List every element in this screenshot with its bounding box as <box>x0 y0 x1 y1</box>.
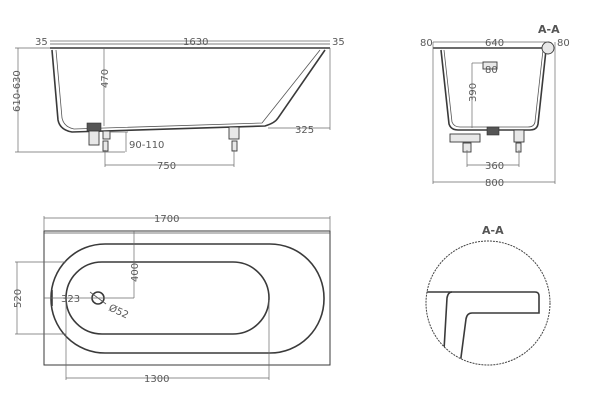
overflow-icon <box>482 61 498 70</box>
dim-520: 520 <box>13 289 24 308</box>
dim-80-right: 80 <box>557 38 570 49</box>
section-marker-icon <box>541 41 555 55</box>
section-label: A-A <box>538 23 560 36</box>
dim-470: 470 <box>100 69 111 88</box>
dim-diameter-52: Ø52 <box>107 302 131 322</box>
drain-icon <box>486 126 500 136</box>
foot-icon <box>228 126 240 140</box>
dim-1300: 1300 <box>144 374 169 385</box>
dim-390: 390 <box>468 83 479 102</box>
dim-1700: 1700 <box>154 214 179 225</box>
detail-view: A-A <box>425 224 551 366</box>
dim-35-right: 35 <box>332 37 345 48</box>
dim-1630: 1630 <box>183 37 208 48</box>
dim-800: 800 <box>485 178 504 189</box>
side-view: 1630 35 35 610-630 470 90-110 750 325 <box>12 37 345 172</box>
foot-icon <box>513 129 525 143</box>
drain-icon <box>86 122 102 132</box>
dim-323: 323 <box>61 294 80 305</box>
dim-360: 360 <box>485 161 504 172</box>
dim-80-overflow: 80 <box>485 65 498 76</box>
dim-610-630: 610-630 <box>12 70 23 112</box>
detail-label: A-A <box>482 224 504 237</box>
dim-750: 750 <box>157 161 176 172</box>
dim-640: 640 <box>485 38 504 49</box>
top-view: 1700 520 400 323 Ø52 1300 <box>13 214 331 385</box>
dim-90-110: 90-110 <box>129 140 164 151</box>
end-view: 80 640 80 A-A 80 390 360 800 <box>420 23 570 189</box>
dim-80-left: 80 <box>420 38 433 49</box>
dim-35-left: 35 <box>35 37 48 48</box>
dim-400: 400 <box>130 263 141 282</box>
dim-325: 325 <box>295 125 314 136</box>
